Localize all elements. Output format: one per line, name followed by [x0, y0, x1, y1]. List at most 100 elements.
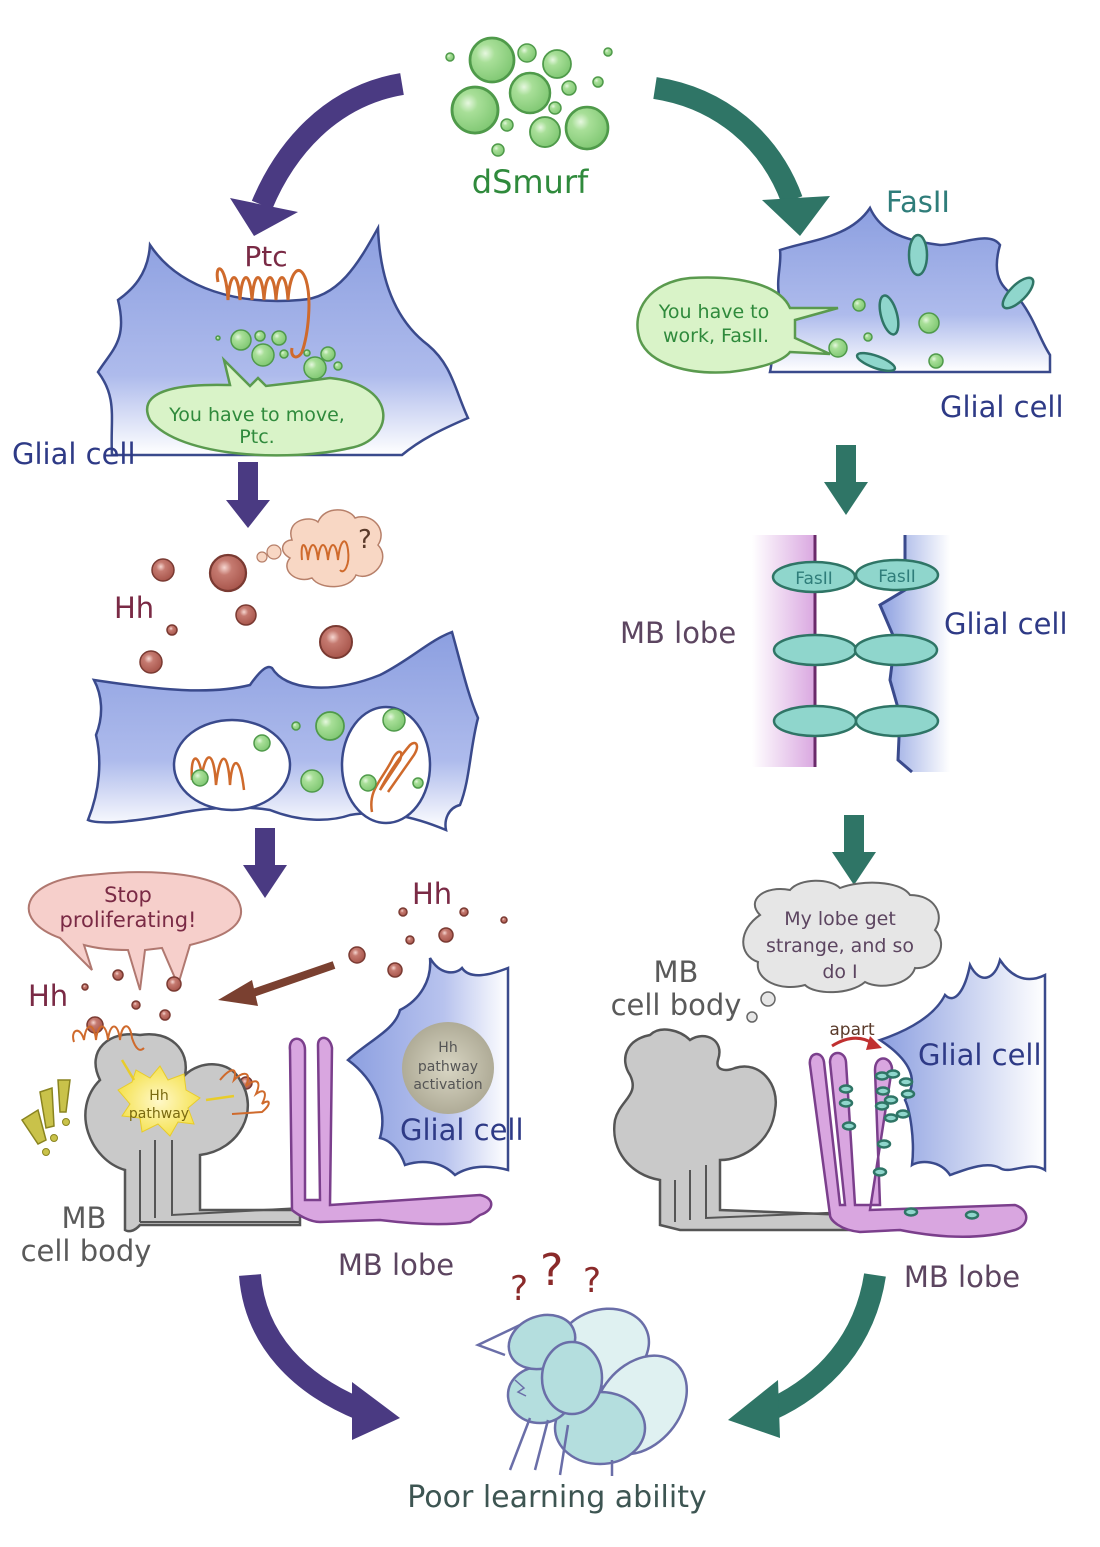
- arrow-to-left-branch: [230, 73, 405, 236]
- hh-ligand: [159, 1009, 171, 1021]
- fasii-molecule: [841, 1121, 857, 1131]
- dsmurf-bubble: [852, 298, 866, 312]
- dsmurf-bubble: [828, 338, 848, 358]
- speech-line: You have to move,: [168, 404, 345, 426]
- hh-ligand: [438, 927, 454, 943]
- dsmurf-bubble: [333, 361, 343, 371]
- dsmurf-bubble: [491, 143, 505, 157]
- speech-bubble-move-ptc: You have to move, Ptc.: [146, 355, 385, 457]
- glial-cell-label: Glial cell: [940, 390, 1064, 424]
- fasii-molecule: [875, 1086, 891, 1096]
- fasii-molecule: [872, 1167, 888, 1177]
- mb-lobe-left: [288, 1036, 493, 1226]
- dsmurf-bubble: [529, 116, 561, 148]
- apart-label: apart: [829, 1020, 875, 1040]
- mb-lobe-label: MB lobe: [338, 1248, 454, 1282]
- question-mark: ?: [583, 1261, 601, 1301]
- dsmurf-bubble: [382, 708, 406, 732]
- outcome-label: Poor learning ability: [407, 1480, 706, 1515]
- fasii-molecule: [883, 1113, 899, 1123]
- dsmurf-bubble: [863, 332, 873, 342]
- fasii-molecules-right-1: [855, 233, 1035, 373]
- hh-ligand: [208, 553, 248, 593]
- hh-ligand: [398, 907, 408, 917]
- ptc-label: Ptc: [244, 240, 287, 273]
- hh-label: Hh: [114, 591, 154, 625]
- down-arrow-right-2: [832, 815, 876, 885]
- dsmurf-bubble: [412, 777, 424, 789]
- question-mark: ?: [540, 1245, 563, 1296]
- fasii-molecule: [900, 1089, 916, 1099]
- confused-fly-icon: [474, 1307, 689, 1476]
- thought-cloud-confused-ptc: ?: [256, 509, 384, 588]
- mb-cell-body-left: [84, 1032, 302, 1233]
- hh-ligand: [166, 976, 182, 992]
- glial-cell-label: Glial cell: [918, 1038, 1042, 1072]
- hh-label-left: Hh: [28, 979, 68, 1013]
- hh-pathway-activation-circle: [402, 1022, 494, 1114]
- hh-ligand: [500, 916, 508, 924]
- dsmurf-bubble: [230, 329, 252, 351]
- hh-ligand: [131, 1000, 141, 1010]
- fasii-molecule: [898, 1077, 914, 1087]
- mb-lobe-label: MB lobe: [904, 1260, 1020, 1294]
- dsmurf-bubble: [468, 36, 516, 84]
- down-arrow-left-2: [243, 828, 287, 898]
- arrow-left-to-outcome: [239, 1273, 400, 1440]
- down-arrow-left-1: [226, 462, 270, 528]
- fasii-molecule: [895, 1109, 911, 1119]
- arrow-right-to-outcome: [728, 1273, 886, 1438]
- thought-cloud-strange-lobe: My lobe get strange, and so do I: [742, 879, 942, 1023]
- ptc-receptor-icon: [215, 267, 311, 359]
- fasii-molecule: [854, 558, 940, 592]
- fasii-molecule: [855, 351, 897, 373]
- dsmurf-bubble: [603, 47, 613, 57]
- fasii-molecule: [772, 704, 858, 738]
- glial-cell-label: Glial cell: [12, 437, 136, 471]
- burst-line: pathway: [129, 1106, 189, 1122]
- dsmurf-bubble: [254, 330, 266, 342]
- activation-line: pathway: [418, 1059, 478, 1075]
- dsmurf-bubble: [191, 769, 209, 787]
- fasii-molecule: [964, 1210, 980, 1220]
- thought-line: strange, and so: [766, 935, 914, 957]
- activation-line: Hh: [438, 1040, 457, 1056]
- fasii-molecule: [854, 704, 940, 738]
- dsmurf-bubble: [561, 80, 577, 96]
- speech-line: Stop: [104, 883, 152, 907]
- speech-line: proliferating!: [60, 908, 197, 932]
- hh-ligands-panel-2: [139, 553, 353, 674]
- fasii-molecule: [883, 1095, 899, 1105]
- dsmurf-bubble: [564, 105, 610, 151]
- mb-cell-body-right: [612, 1028, 852, 1232]
- dsmurf-bubble: [928, 353, 944, 369]
- fasii-molecule: [903, 1207, 919, 1217]
- fasii-molecule: [838, 1084, 854, 1094]
- fasii-molecule: [853, 633, 939, 667]
- speech-line: Ptc.: [239, 426, 274, 448]
- hh-ligand: [387, 962, 403, 978]
- dsmurf-bubble: [253, 734, 271, 752]
- fasii-molecule: [885, 1069, 901, 1079]
- dsmurf-bubble: [291, 721, 301, 731]
- dsmurf-bubble: [548, 101, 562, 115]
- dsmurf-bubble: [279, 349, 289, 359]
- fasii-molecule: [876, 1139, 892, 1149]
- dsmurf-bubbles-left-2: [191, 708, 424, 793]
- hh-ligand: [166, 624, 178, 636]
- dsmurf-bubble: [271, 330, 287, 346]
- fasii-adhesion-pairs: [771, 558, 940, 738]
- hh-ligand: [405, 935, 415, 945]
- dsmurf-bubble: [592, 76, 604, 88]
- thought-line: My lobe get: [784, 908, 896, 930]
- down-arrow-right-1: [824, 445, 868, 515]
- hh-label-right: Hh: [412, 877, 452, 911]
- dsmurf-bubble: [445, 52, 455, 62]
- dsmurf-bubble: [542, 49, 572, 79]
- burst-line: Hh: [149, 1088, 168, 1104]
- hh-ligand: [459, 907, 469, 917]
- thought-line: do I: [822, 961, 857, 983]
- speech-bubble-stop-proliferating: Stop proliferating!: [27, 871, 243, 991]
- dsmurf-bubbles-right-1: [828, 298, 944, 369]
